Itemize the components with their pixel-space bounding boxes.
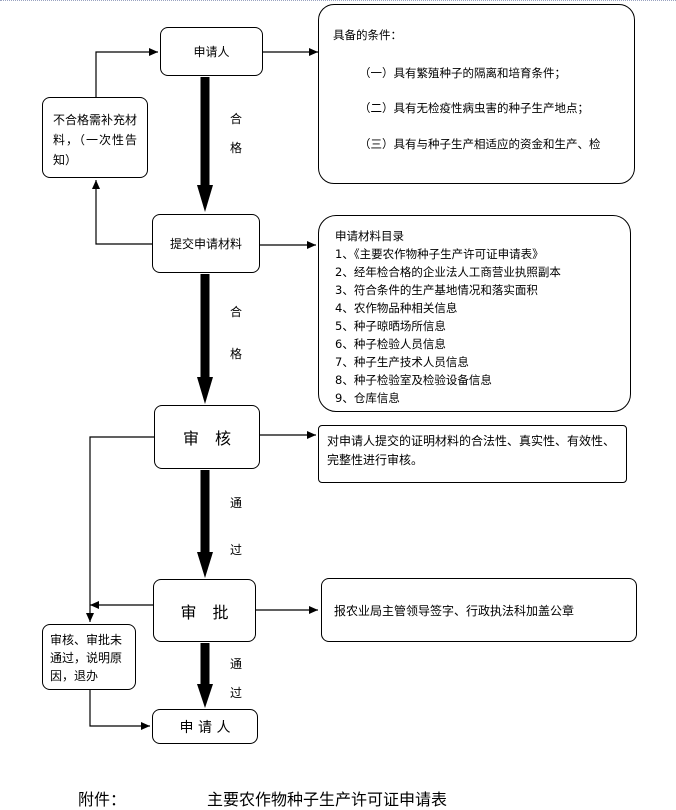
- review-node: 审 核: [154, 405, 260, 469]
- pass-label-3b: 过: [230, 543, 243, 557]
- conditions-title: 具备的条件：: [333, 28, 402, 42]
- materials-item-7: 7、种子生产技术人员信息: [335, 355, 469, 369]
- approve-node: 审 批: [153, 579, 256, 642]
- approve-note-text: 报农业局主管领导签字、行政执法科加盖公章: [334, 603, 575, 618]
- loop-resubmit-to-applicant: [95, 48, 158, 97]
- conditions-item-1: （一）具有繁殖种子的隔离和培育条件；: [359, 66, 566, 80]
- main-arrowhead-2: [197, 377, 213, 404]
- pass-label-1b: 格: [230, 141, 243, 155]
- footer-attachment-title: 主要农作物种子生产许可证申请表: [207, 790, 448, 809]
- materials-item-1: 1、《主要农作物种子生产许可证申请表》: [335, 247, 544, 261]
- reject-node: 审核、审批未通过，说明原因，退办: [42, 624, 136, 690]
- materials-item-3: 3、符合条件的生产基地情况和落实面积: [335, 283, 538, 297]
- materials-item-4: 4、农作物品种相关信息: [335, 301, 458, 315]
- pass-label-1a: 合: [230, 112, 243, 126]
- submit-materials-node: 提交申请材料: [152, 214, 260, 273]
- footer-attachment-label: 附件：: [78, 790, 127, 809]
- pass-label-4a: 通: [230, 657, 243, 671]
- main-arrowhead-3: [197, 552, 213, 578]
- loop-submit-to-resubmit: [92, 180, 152, 245]
- approve-label: 审 批: [180, 602, 229, 622]
- review-note: 对申请人提交的证明材料的合法性、真实性、有效性、完整性进行审核。: [318, 425, 627, 483]
- review-label: 审 核: [182, 429, 231, 448]
- top-divider: [0, 0, 676, 3]
- conditions-item-2: （二）具有无检疫性病虫害的种子生产地点；: [359, 101, 589, 115]
- materials-item-2: 2、经年检合格的企业法人工商营业执照副本: [335, 265, 561, 279]
- pass-label-2b: 格: [230, 347, 243, 361]
- resubmit-node: 不合格需补充材料，（一次性告知）: [42, 97, 148, 178]
- materials-item-9: 9、仓库信息: [335, 391, 400, 405]
- materials-title: 申请材料目录: [335, 229, 404, 243]
- approve-note: 报农业局主管领导签字、行政执法科加盖公章: [321, 578, 637, 642]
- applicant-bottom-label: 申 请 人: [179, 719, 231, 736]
- review-note-text: 对申请人提交的证明材料的合法性、真实性、有效性、完整性进行审核。: [327, 434, 616, 467]
- applicant-top-node: 申请人: [160, 27, 263, 76]
- conditions-item-3: （三）具有与种子生产相适应的资金和生产、检: [359, 137, 601, 151]
- main-arrowhead-1: [197, 185, 213, 212]
- pass-label-3a: 通: [230, 496, 243, 510]
- reject-from-review: [86, 436, 154, 622]
- applicant-bottom-node: 申 请 人: [152, 709, 258, 744]
- pass-label-4b: 过: [230, 686, 243, 700]
- submit-materials-label: 提交申请材料: [169, 237, 242, 251]
- pass-label-2a: 合: [230, 305, 243, 319]
- resubmit-label: 不合格需补充材料，（一次性告知）: [53, 113, 138, 167]
- materials-item-5: 5、种子晾晒场所信息: [335, 319, 446, 333]
- materials-item-8: 8、种子检验室及检验设备信息: [335, 373, 492, 387]
- reject-to-applicant: [89, 690, 150, 730]
- materials-note: 申请材料目录 1、《主要农作物种子生产许可证申请表》 2、经年检合格的企业法人工…: [318, 215, 631, 412]
- reject-label: 审核、审批未通过，说明原因，退办: [50, 633, 123, 683]
- applicant-top-label: 申请人: [193, 45, 230, 59]
- conditions-note: 具备的条件： （一）具有繁殖种子的隔离和培育条件； （二）具有无检疫性病虫害的种…: [318, 4, 635, 184]
- main-arrowhead-4: [197, 684, 213, 708]
- materials-item-6: 6、种子检验人员信息: [335, 337, 446, 351]
